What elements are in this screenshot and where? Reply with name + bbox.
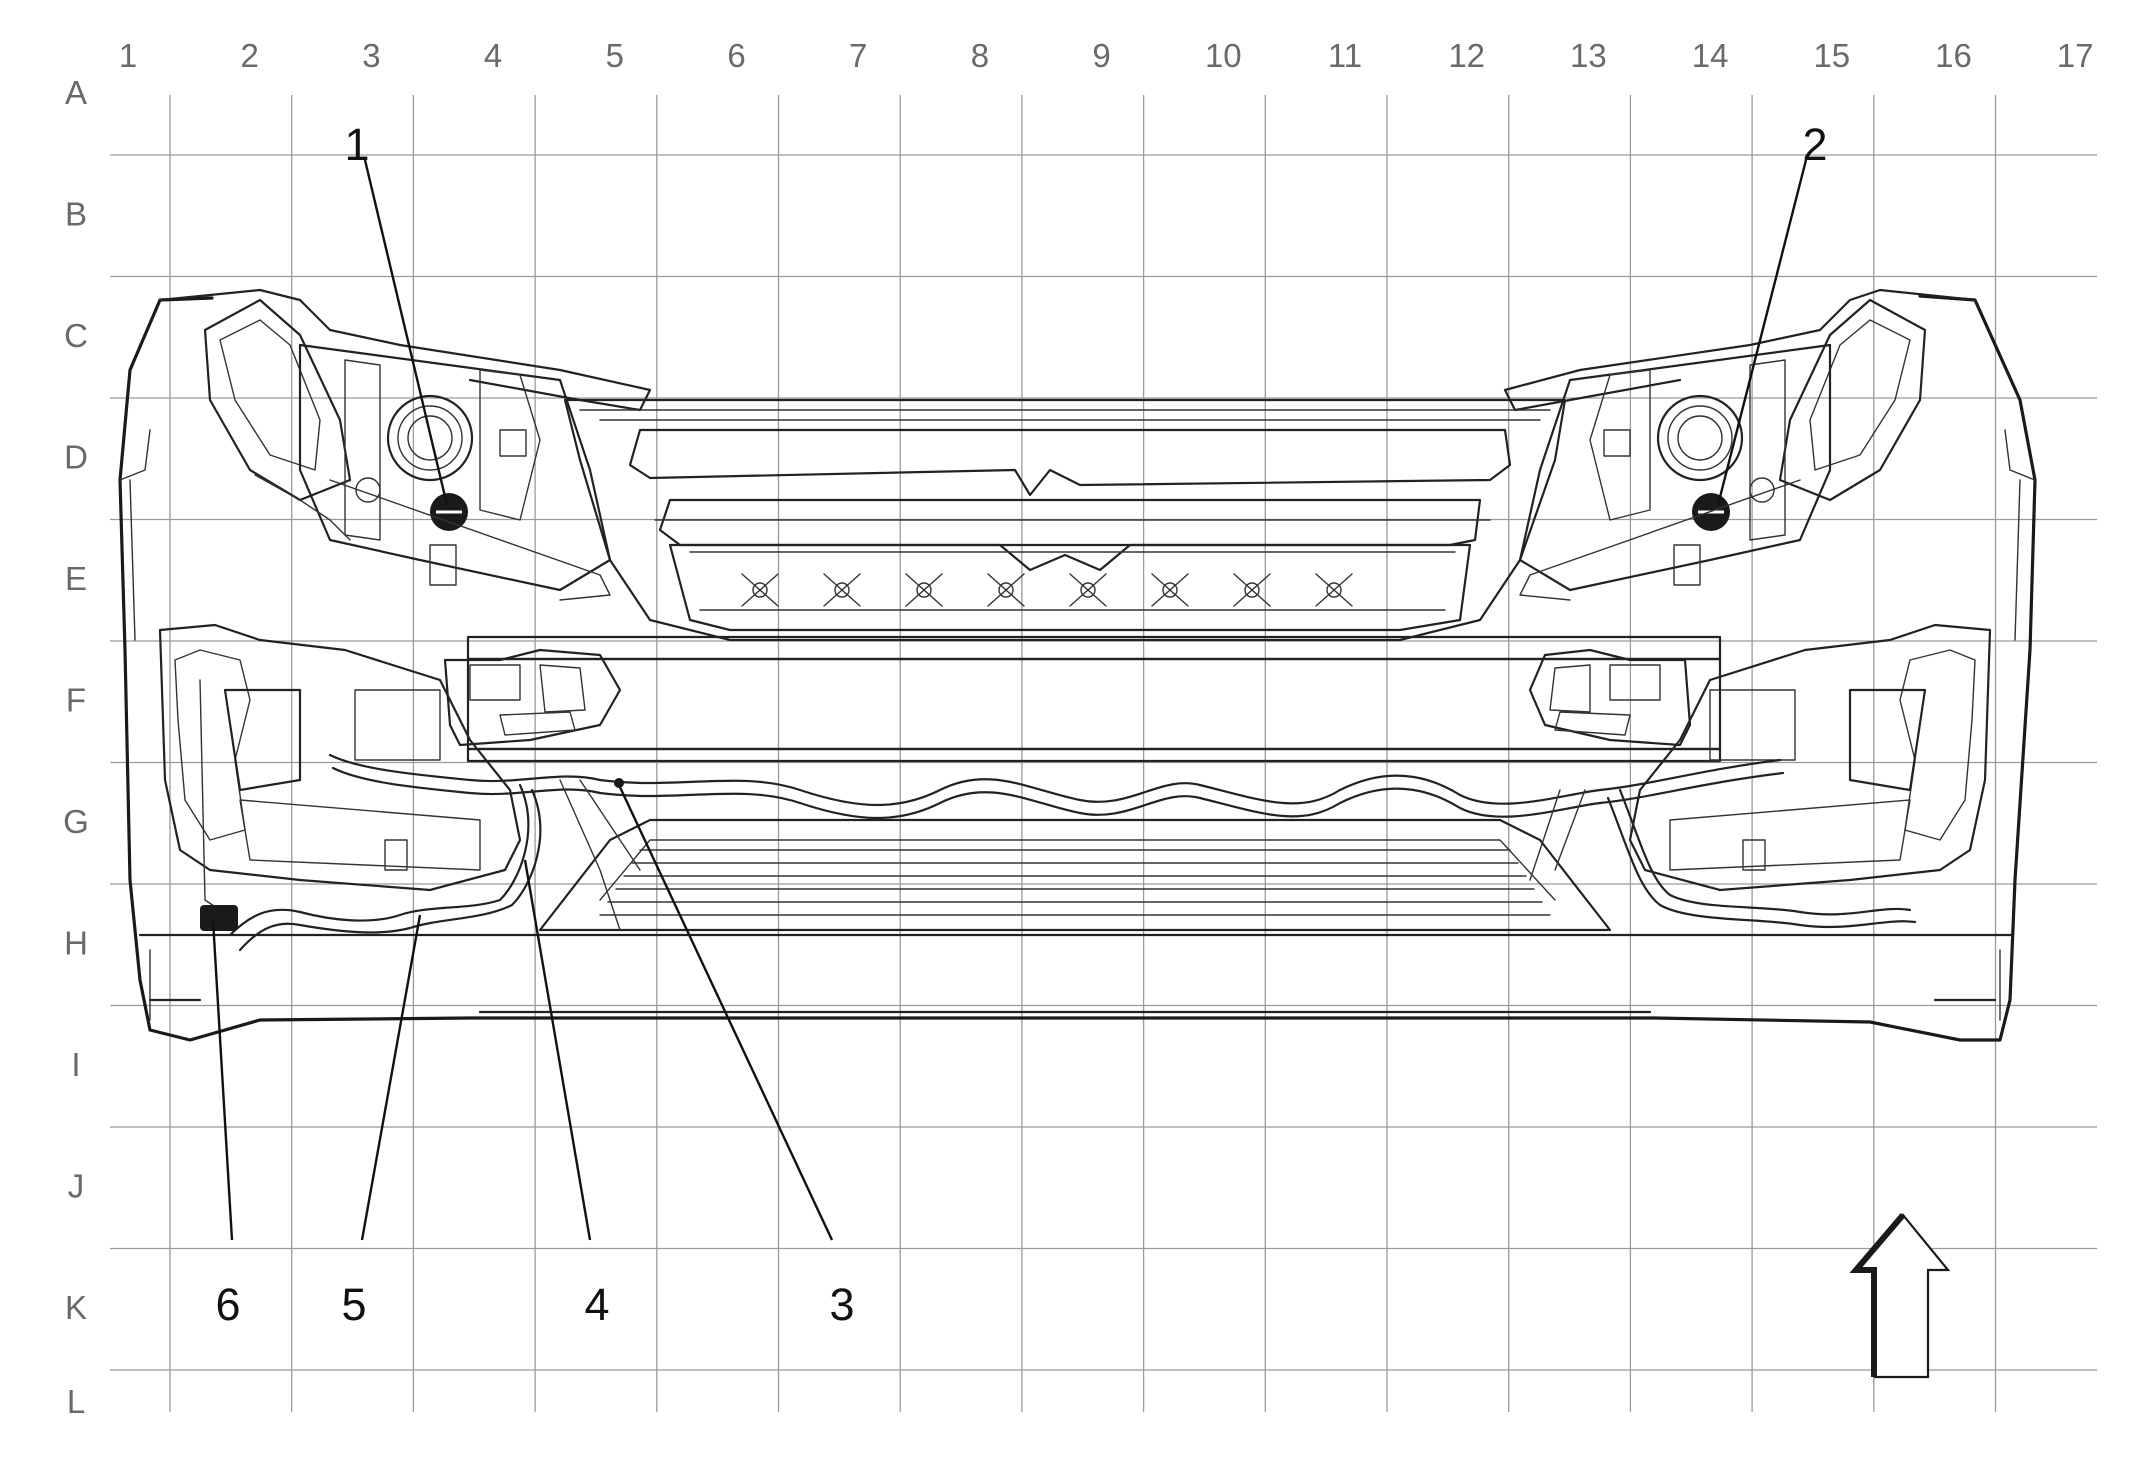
grille-cross-mark <box>987 573 1025 607</box>
row-label: C <box>64 317 88 354</box>
grille-cross-hub <box>1244 582 1260 598</box>
row-label: K <box>65 1289 87 1326</box>
left-headlamp <box>203 298 612 601</box>
lower-grille <box>538 818 1612 932</box>
fascia-outline <box>118 288 2037 1042</box>
column-label: 5 <box>606 37 624 74</box>
front-bumper-drawing <box>118 288 2037 1042</box>
column-label: 10 <box>1205 37 1242 74</box>
grille-cross-hub <box>998 582 1014 598</box>
grille-cross-hub <box>1080 582 1096 598</box>
column-label: 9 <box>1092 37 1110 74</box>
callout-labels: 1 2 3 4 5 6 <box>215 119 1827 1330</box>
grille-cross-hub <box>1326 582 1342 598</box>
column-label: 3 <box>362 37 380 74</box>
leader-line-3 <box>617 784 834 1241</box>
row-labels: A B C D E F G H I J K L <box>63 74 89 1420</box>
callout-1: 1 <box>344 119 369 170</box>
grille-cross-mark <box>1233 573 1271 607</box>
column-label: 17 <box>2057 37 2094 74</box>
callout-6: 6 <box>215 1279 240 1330</box>
leader-line-5 <box>360 914 422 1241</box>
leader-line-1 <box>363 159 449 506</box>
column-label: 13 <box>1570 37 1607 74</box>
grille-cross-mark <box>1315 573 1353 607</box>
grille-cross-hub <box>916 582 932 598</box>
right-headlamp <box>1518 298 1927 601</box>
grille-cross-mark <box>1151 573 1189 607</box>
column-label: 2 <box>241 37 259 74</box>
column-label: 12 <box>1448 37 1485 74</box>
leader-line-6 <box>211 919 234 1241</box>
lower-grille-slats <box>599 849 1551 916</box>
row-label: E <box>65 560 87 597</box>
row-label: L <box>67 1383 85 1420</box>
corner-connector <box>200 905 238 931</box>
grille-cross-hub <box>752 582 768 598</box>
grille-cross-mark <box>741 573 779 607</box>
column-label: 1 <box>119 37 137 74</box>
column-label: 15 <box>1813 37 1850 74</box>
grille-cross-hub <box>834 582 850 598</box>
grille-cross-mark <box>905 573 943 607</box>
row-label: J <box>68 1168 85 1205</box>
column-label: 14 <box>1692 37 1729 74</box>
column-label: 7 <box>849 37 867 74</box>
row-label: B <box>65 196 87 233</box>
leader-line-4 <box>523 859 592 1241</box>
callout-3: 3 <box>829 1279 854 1330</box>
column-label: 16 <box>1935 37 1972 74</box>
column-label: 8 <box>971 37 989 74</box>
column-label: 6 <box>727 37 745 74</box>
row-label: F <box>66 682 86 719</box>
leader-line-2 <box>1716 159 1808 506</box>
upper-grille <box>563 398 1567 642</box>
right-fog-lamp <box>1628 623 1992 892</box>
callout-2: 2 <box>1802 119 1827 170</box>
grille-cross-mark <box>1069 573 1107 607</box>
callout-5: 5 <box>341 1279 366 1330</box>
left-fog-lamp <box>158 623 522 911</box>
callout-4: 4 <box>584 1279 609 1330</box>
grille-cross-hub <box>1162 582 1178 598</box>
grille-cross-mark <box>823 573 861 607</box>
grille-cross-marks <box>741 573 1353 607</box>
bumper-beam <box>443 635 1722 763</box>
row-label: H <box>64 925 88 962</box>
wiring-harness <box>228 753 1917 952</box>
row-label: A <box>65 74 87 111</box>
forward-arrow-icon <box>1849 1213 1951 1379</box>
column-label: 4 <box>484 37 502 74</box>
column-label: 11 <box>1328 37 1362 74</box>
row-label: D <box>64 439 88 476</box>
row-label: I <box>71 1046 80 1083</box>
leader-lines <box>211 159 1808 1241</box>
grid-lines <box>110 95 2097 1412</box>
row-label: G <box>63 803 89 840</box>
